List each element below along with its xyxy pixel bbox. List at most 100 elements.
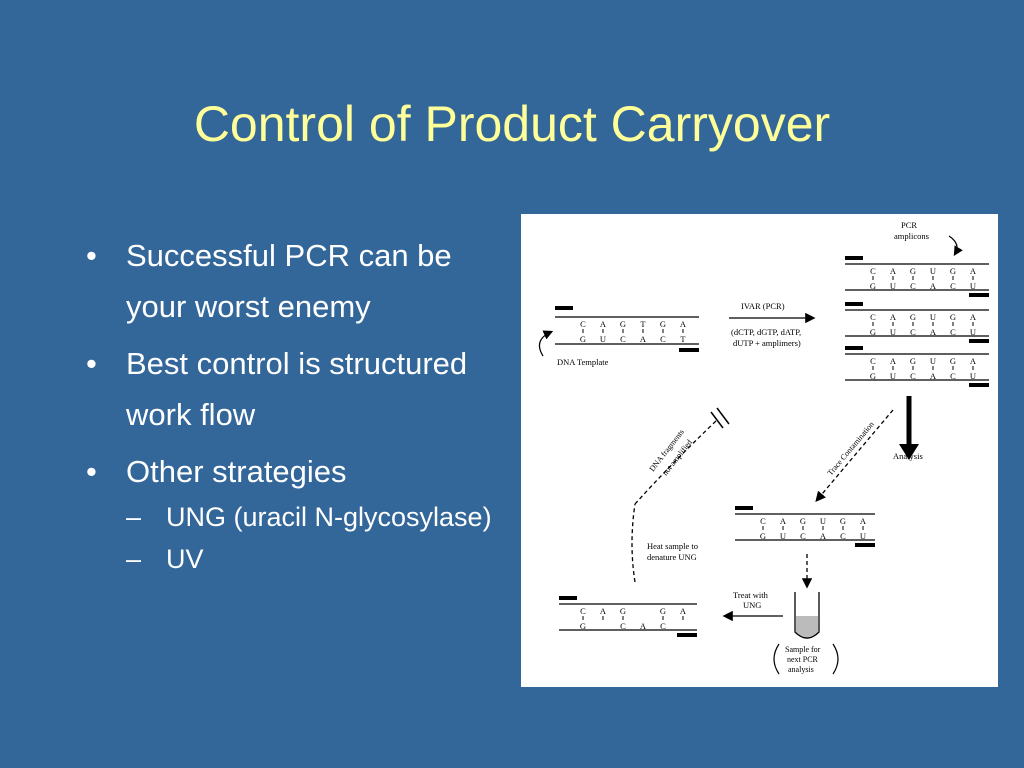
- sample-bracket-right: [832, 643, 839, 675]
- bullet-text: Best control is structured work flow: [126, 346, 468, 432]
- base-label: A: [930, 371, 937, 381]
- bullet-marker: •: [86, 346, 97, 381]
- base-label: A: [600, 606, 607, 616]
- base-label: A: [970, 266, 977, 276]
- heat-label-line1: Heat sample to: [647, 541, 698, 551]
- bullet-item: • Best control is structured work flow: [86, 338, 506, 440]
- base-label: U: [970, 327, 976, 337]
- base-label: G: [580, 621, 586, 631]
- base-label: G: [840, 516, 846, 526]
- base-label: G: [760, 531, 766, 541]
- base-label: U: [860, 531, 866, 541]
- sample-tube-icon: [794, 592, 820, 639]
- base-label: C: [950, 371, 956, 381]
- sample-label-line2: next PCR: [787, 655, 819, 664]
- bullet-item: • Other strategies: [86, 446, 506, 497]
- base-label: A: [820, 531, 827, 541]
- bullet-marker: •: [86, 238, 97, 273]
- base-label: U: [780, 531, 786, 541]
- base-label: A: [600, 319, 607, 329]
- base-label: C: [870, 312, 876, 322]
- base-label: A: [890, 312, 897, 322]
- base-label: G: [870, 281, 876, 291]
- base-label: G: [660, 606, 666, 616]
- base-label: U: [890, 327, 896, 337]
- base-label: A: [860, 516, 867, 526]
- trace-contamination-arrow: [815, 409, 894, 502]
- primer-mark: [845, 302, 863, 306]
- base-label: A: [640, 621, 647, 631]
- primer-mark: [855, 543, 875, 547]
- sub-bullet-text: UNG (uracil N-glycosylase): [166, 502, 492, 532]
- sample-label-line3: analysis: [788, 665, 814, 674]
- base-label: C: [910, 281, 916, 291]
- bullet-list: • Successful PCR can be your worst enemy…: [86, 230, 506, 581]
- base-label: A: [680, 606, 687, 616]
- base-label: C: [580, 319, 586, 329]
- primer-mark: [969, 383, 989, 387]
- sub-bullet-marker: –: [126, 502, 142, 532]
- not-amplified-block-icon: [710, 407, 730, 429]
- base-label: C: [870, 266, 876, 276]
- base-label: A: [890, 266, 897, 276]
- dna-template-label: DNA Template: [557, 357, 609, 367]
- base-label: G: [800, 516, 806, 526]
- base-label: G: [580, 334, 586, 344]
- base-label: G: [910, 356, 916, 366]
- bullet-marker: •: [86, 454, 97, 489]
- heat-label-line2: denature UNG: [647, 552, 697, 562]
- base-label: G: [620, 319, 626, 329]
- base-label: C: [870, 356, 876, 366]
- base-label: T: [640, 319, 646, 329]
- base-label: A: [930, 281, 937, 291]
- base-label: C: [660, 334, 666, 344]
- base-label: G: [950, 356, 956, 366]
- analysis-label: Analysis: [893, 451, 923, 461]
- primer-mark: [735, 506, 753, 510]
- trace-contamination-label: Trace Contamination: [826, 420, 876, 477]
- fragments-arrow: [634, 419, 718, 505]
- base-label: C: [620, 621, 626, 631]
- analysis-arrow-head: [899, 444, 919, 460]
- base-label: G: [950, 312, 956, 322]
- base-label: T: [680, 334, 686, 344]
- base-label: G: [910, 266, 916, 276]
- base-label: C: [620, 334, 626, 344]
- primer-mark: [559, 596, 577, 600]
- base-label: A: [640, 334, 647, 344]
- sub-bullet-item: – UNG (uracil N-glycosylase): [126, 497, 506, 537]
- base-label: U: [970, 371, 976, 381]
- base-label: U: [890, 371, 896, 381]
- base-label: G: [870, 327, 876, 337]
- base-label: C: [910, 371, 916, 381]
- base-label: G: [950, 266, 956, 276]
- slide-title: Control of Product Carryover: [193, 96, 831, 152]
- base-label: U: [600, 334, 606, 344]
- base-label: A: [970, 312, 977, 322]
- base-label: C: [950, 327, 956, 337]
- base-label: A: [930, 327, 937, 337]
- base-label: C: [580, 606, 586, 616]
- base-label: A: [680, 319, 687, 329]
- reagents-label-line2: dUTP + amplimers): [733, 338, 801, 348]
- base-label: U: [930, 312, 936, 322]
- ivar-label: IVAR (PCR): [741, 301, 785, 311]
- base-label: A: [780, 516, 787, 526]
- sample-label-line1: Sample for: [785, 645, 821, 654]
- primer-mark: [845, 346, 863, 350]
- base-label: U: [930, 266, 936, 276]
- primer-mark: [677, 633, 697, 637]
- base-label: A: [890, 356, 897, 366]
- base-label: U: [930, 356, 936, 366]
- treat-label-line2: UNG: [743, 600, 761, 610]
- reagents-label-line1: (dCTP, dGTP, dATP,: [731, 327, 801, 337]
- sub-bullet-item: – UV: [126, 539, 506, 579]
- base-label: U: [820, 516, 826, 526]
- base-label: A: [970, 356, 977, 366]
- primer-mark: [969, 293, 989, 297]
- base-label: C: [660, 621, 666, 631]
